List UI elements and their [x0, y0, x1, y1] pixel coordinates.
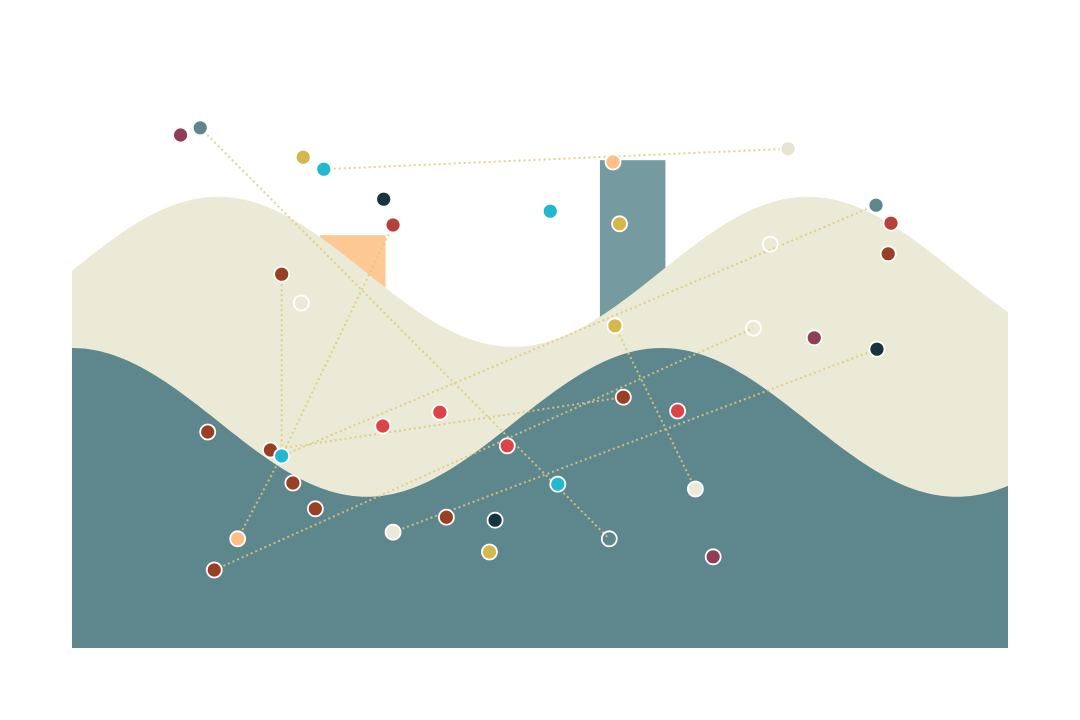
data-point[interactable]	[229, 530, 247, 548]
data-point[interactable]	[292, 294, 310, 312]
connector-line	[392, 348, 878, 534]
connector-line	[213, 327, 754, 571]
data-point[interactable]	[375, 190, 393, 208]
data-point[interactable]	[498, 437, 516, 455]
data-point[interactable]	[273, 265, 291, 283]
data-point[interactable]	[384, 216, 402, 234]
data-point[interactable]	[805, 329, 823, 347]
data-point[interactable]	[611, 215, 628, 233]
data-point[interactable]	[273, 447, 291, 465]
data-point[interactable]	[486, 511, 504, 529]
data-point[interactable]	[437, 508, 455, 526]
data-point[interactable]	[481, 543, 498, 561]
points-layer	[172, 119, 900, 579]
connector-line	[613, 325, 697, 490]
data-point[interactable]	[604, 153, 622, 171]
data-point[interactable]	[868, 340, 886, 358]
data-point[interactable]	[779, 140, 797, 158]
data-point[interactable]	[669, 402, 686, 420]
areas-layer	[72, 196, 1008, 649]
data-point[interactable]	[882, 214, 900, 232]
data-point[interactable]	[549, 475, 567, 493]
data-point[interactable]	[294, 148, 312, 166]
connector-line	[323, 147, 789, 171]
data-point[interactable]	[431, 403, 449, 421]
data-point[interactable]	[541, 202, 559, 220]
data-point[interactable]	[606, 317, 624, 335]
data-point[interactable]	[374, 417, 392, 435]
data-point[interactable]	[284, 474, 302, 492]
data-point[interactable]	[704, 548, 722, 566]
data-point[interactable]	[879, 245, 897, 263]
data-point[interactable]	[315, 160, 333, 178]
connector-line	[236, 455, 283, 540]
data-point[interactable]	[867, 196, 885, 214]
data-point[interactable]	[172, 126, 189, 144]
connector-line	[199, 127, 610, 540]
data-point[interactable]	[191, 119, 209, 137]
connectors-layer	[199, 127, 878, 571]
data-point[interactable]	[686, 480, 704, 498]
data-point[interactable]	[761, 235, 779, 253]
data-point[interactable]	[306, 500, 324, 518]
front-wave-area	[72, 348, 1008, 648]
data-point[interactable]	[205, 561, 223, 579]
data-point[interactable]	[614, 388, 632, 406]
data-point[interactable]	[600, 530, 618, 548]
data-point[interactable]	[745, 319, 762, 337]
data-point[interactable]	[199, 423, 217, 441]
data-point[interactable]	[384, 523, 402, 541]
